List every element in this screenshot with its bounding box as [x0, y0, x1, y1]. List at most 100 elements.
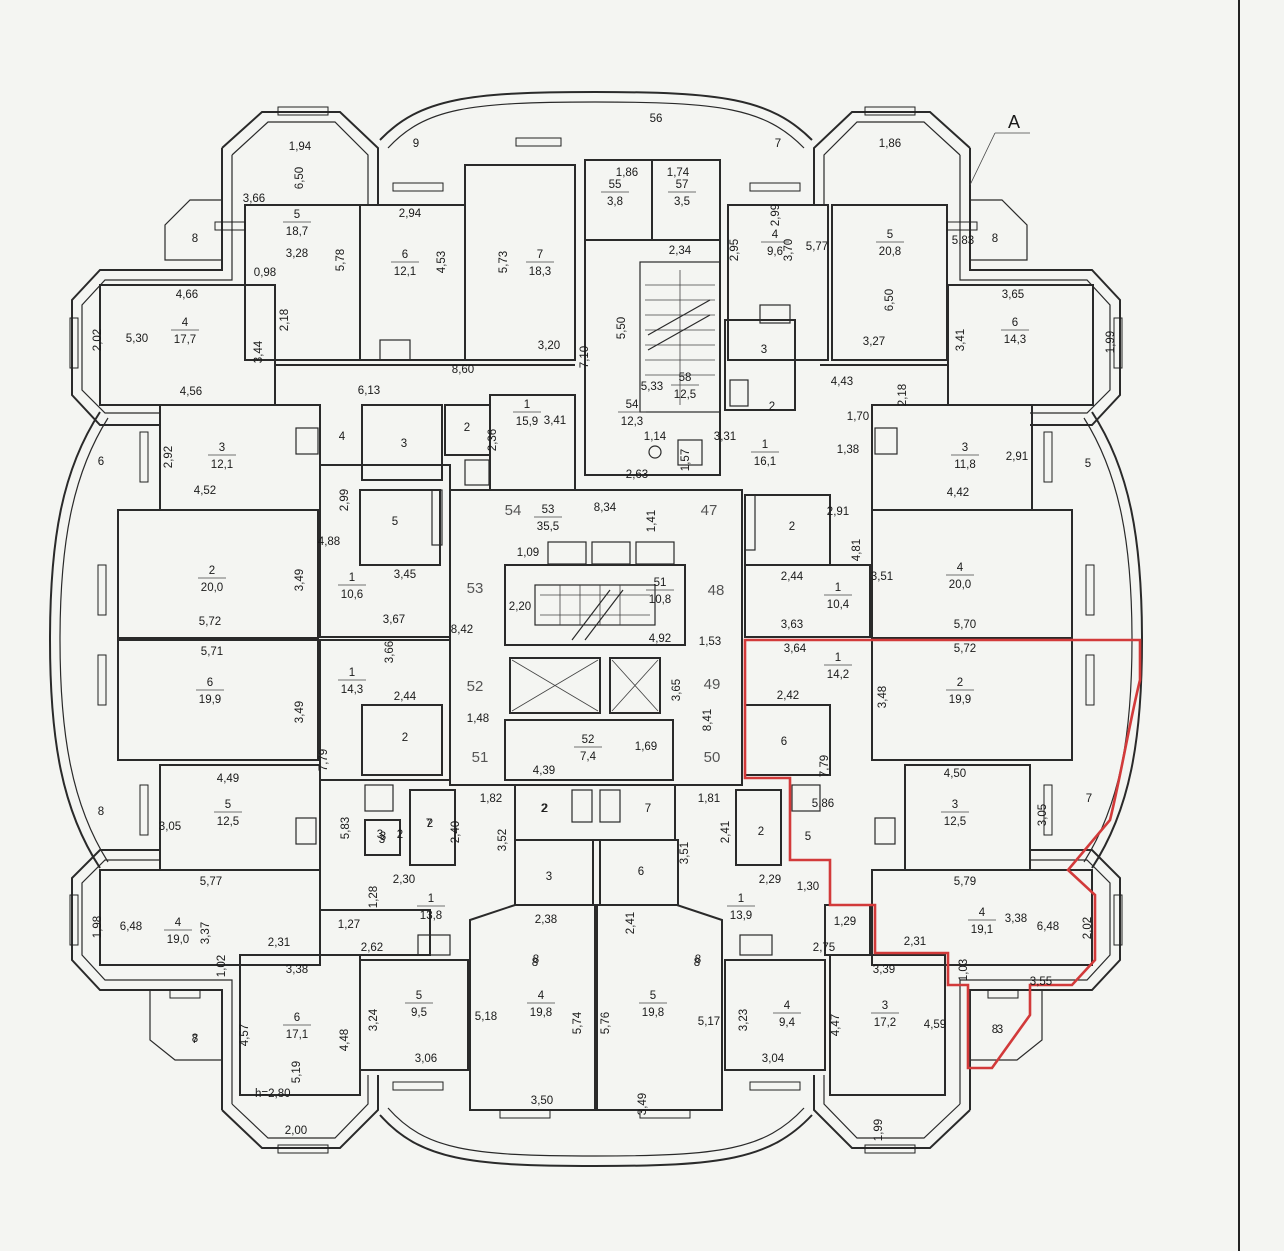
dimension-value: 5,77: [200, 876, 222, 888]
dimension-value: 6,48: [120, 921, 142, 933]
space-label: 48: [708, 582, 725, 599]
space-label: 2: [758, 826, 764, 838]
dimension-value: 2,00: [285, 1125, 307, 1137]
outer-walls: [48, 90, 1144, 1168]
dimension-value: 2,42: [777, 690, 799, 702]
dimension-value: 0,98: [254, 267, 276, 279]
dimension-value: 1,86: [879, 138, 901, 150]
dimension-value: 3,51: [679, 842, 691, 864]
dimension-value: 8,60: [452, 364, 474, 376]
room-area: 12,3: [621, 416, 643, 428]
dimension-value: 1,81: [698, 793, 720, 805]
room-number: 55: [609, 179, 622, 191]
space-label: 6: [98, 456, 104, 468]
dimension-value: 2,02: [92, 329, 104, 351]
dimension-value: 1,53: [699, 636, 721, 648]
dimension-value: 2,18: [279, 309, 291, 331]
dimension-value: 3,27: [863, 336, 885, 348]
dimension-value: 5,18: [475, 1011, 497, 1023]
room-number: 3: [962, 442, 968, 454]
room-number: 5: [416, 990, 422, 1002]
room-number: 6: [294, 1012, 300, 1024]
room-number: 7: [537, 249, 543, 261]
dimension-value: 2,91: [827, 506, 849, 518]
dimension-value: 5,76: [600, 1012, 612, 1034]
dimension-value: 2,20: [509, 601, 531, 613]
dimension-value: 7,79: [318, 749, 330, 771]
space-label: 51: [472, 749, 489, 766]
room-number: 5: [225, 799, 231, 811]
dimension-value: 2,31: [268, 937, 290, 949]
space-label: 3: [380, 831, 386, 843]
dimension-value: 2,91: [1006, 451, 1028, 463]
room-number: 5: [294, 209, 300, 221]
dimension-value: 2,18: [897, 384, 909, 406]
dimension-value: 3,41: [544, 415, 566, 427]
room-area: 16,1: [754, 456, 776, 468]
space-label: 2: [541, 803, 547, 815]
room-number: 5: [887, 229, 893, 241]
space-label: 2: [397, 829, 403, 841]
room-number: 52: [582, 734, 595, 746]
dimension-value: 1,99: [1105, 331, 1117, 353]
dimension-value: 2,99: [339, 489, 351, 511]
fixtures: [295, 304, 898, 956]
dimension-value: 3,31: [714, 431, 736, 443]
stairs-and-lifts: [511, 270, 715, 712]
dimension-value: 3,24: [368, 1008, 380, 1031]
room-number: 58: [679, 372, 692, 384]
dimension-value: 4,53: [436, 251, 448, 273]
room-area: 13,9: [730, 910, 752, 922]
space-label: 54: [505, 502, 522, 519]
sheet-border: [1238, 0, 1240, 1251]
room-number: 1: [524, 399, 530, 411]
dimension-value: 2,41: [625, 912, 637, 934]
dimension-value: 3,51: [871, 571, 893, 583]
room-area: 14,2: [827, 669, 849, 681]
dimension-value: 6,50: [294, 167, 306, 189]
dimension-value: 4,47: [830, 1014, 842, 1036]
space-label: 47: [701, 502, 718, 519]
room-number: 1: [738, 893, 744, 905]
dimension-value: 5,83: [952, 235, 974, 247]
room-area: 14,3: [341, 684, 363, 696]
room-number: 4: [175, 917, 182, 929]
dimension-value: 8: [532, 957, 538, 969]
room-number: 6: [207, 677, 213, 689]
dimension-value: 2,44: [781, 571, 804, 583]
dimension-value: 3,38: [286, 964, 308, 976]
space-label: 8: [695, 954, 701, 966]
room-area: 11,8: [954, 459, 976, 471]
dimension-value: 4,52: [194, 485, 216, 497]
space-label: 6: [638, 866, 644, 878]
interior-walls: [99, 159, 1094, 1111]
section-leader: [969, 132, 996, 186]
room-number: 4: [182, 317, 189, 329]
room-number: 1: [349, 572, 355, 584]
dimension-value: 2,02: [1082, 917, 1094, 939]
room-area: 12,1: [211, 459, 233, 471]
dimension-value: 3,38: [1005, 913, 1027, 925]
dimension-value: 3,67: [383, 614, 405, 626]
dimension-value: 1,28: [368, 886, 380, 908]
dimension-value: 5,17: [698, 1016, 720, 1028]
dimension-value: 3,66: [243, 193, 265, 205]
dimension-value: 2,38: [535, 914, 557, 926]
space-label: 8: [533, 954, 539, 966]
dimension-value: 3,37: [200, 922, 212, 944]
dimension-value: 2,44: [394, 691, 417, 703]
dimension-value: 8: [694, 957, 700, 969]
space-label: 6: [781, 736, 787, 748]
space-label: 2: [402, 732, 408, 744]
dimension-value: 5,79: [954, 876, 976, 888]
dimension-value: 4,49: [217, 773, 239, 785]
dimension-value: 2,30: [393, 874, 415, 886]
space-label: 53: [467, 580, 484, 597]
dimension-value: 1,41: [646, 510, 658, 532]
room-number: 4: [538, 990, 545, 1002]
space-label: 8: [98, 806, 104, 818]
space-label: 2: [542, 803, 548, 815]
room-area: 9,4: [779, 1017, 796, 1029]
room-number: 54: [626, 399, 639, 411]
space-label: 7: [645, 803, 651, 815]
